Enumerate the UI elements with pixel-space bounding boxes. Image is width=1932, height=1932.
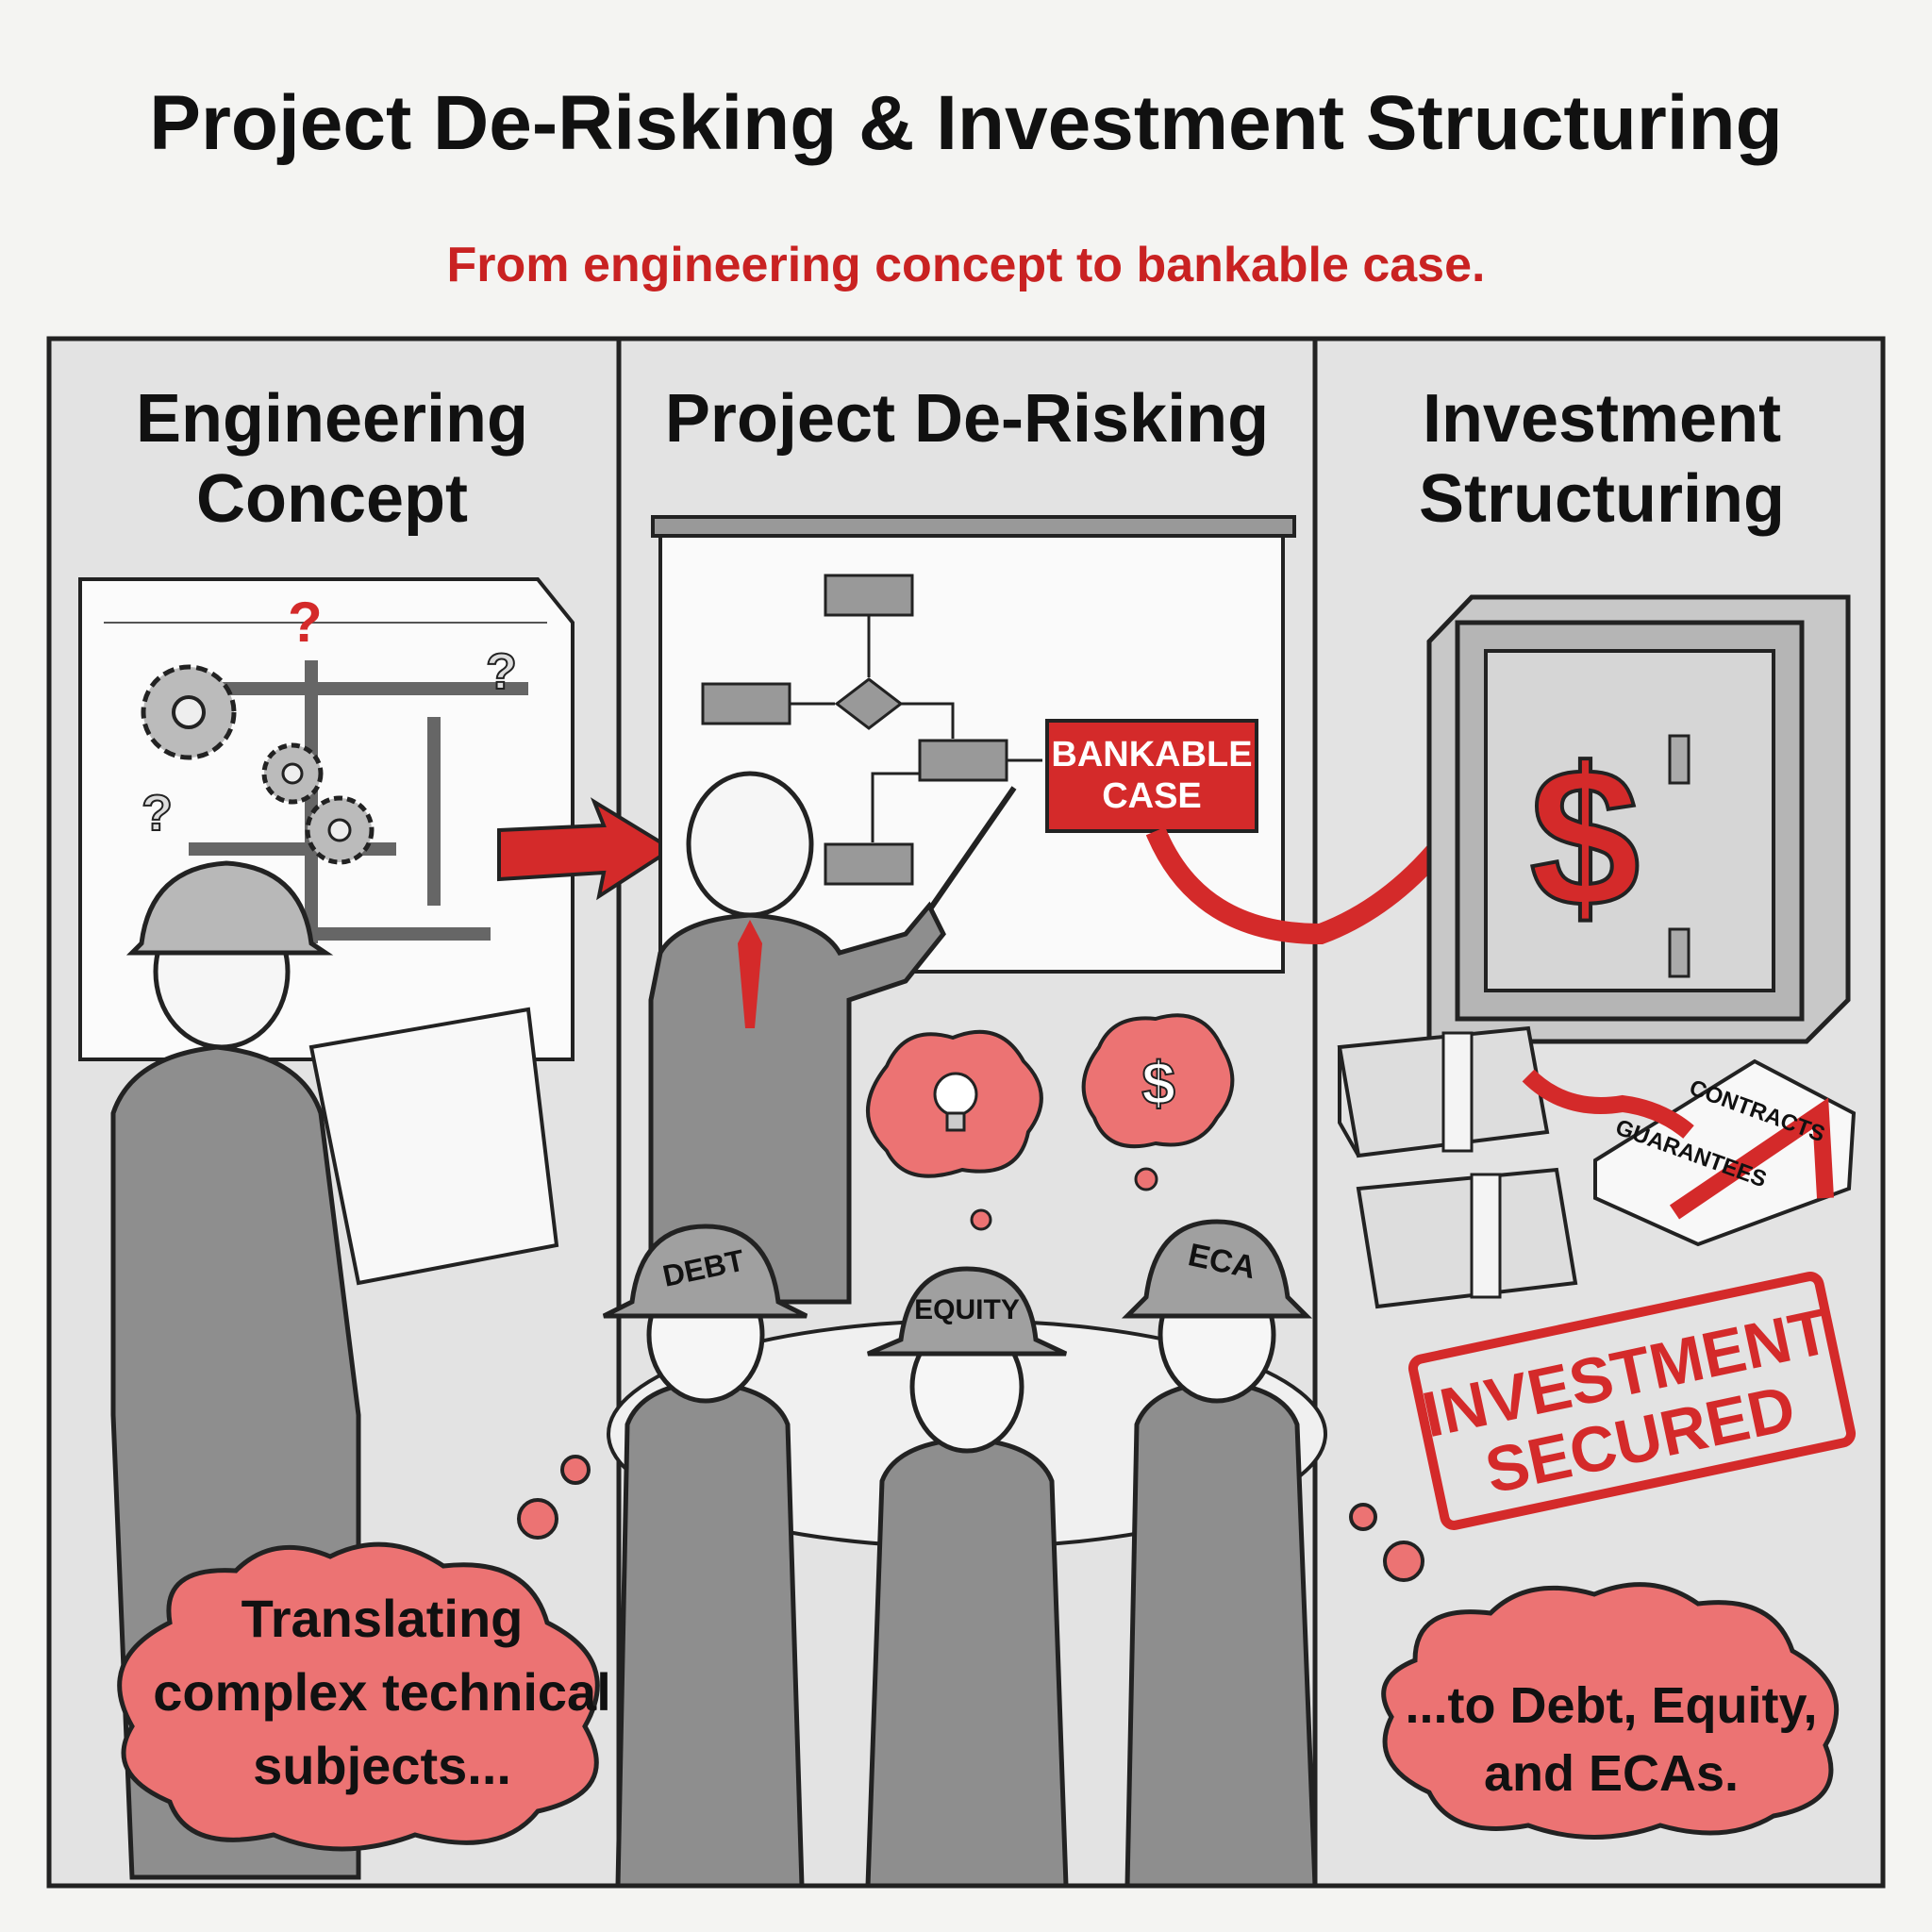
question-mark-icon: ?: [288, 591, 323, 654]
page-subtitle: From engineering concept to bankable cas…: [447, 238, 1486, 292]
dollar-icon: $: [1141, 1049, 1175, 1117]
thought-text-line: complex technical: [153, 1662, 611, 1722]
thought-cloud-dollar: $: [1081, 1013, 1235, 1191]
gear-icon: [141, 664, 237, 760]
thought-text-line: Translating: [242, 1589, 524, 1648]
arrow-right-icon: [497, 797, 675, 901]
investor-figure-eca: ECA: [1121, 1219, 1318, 1889]
gear-icon: [261, 742, 324, 805]
red-ribbon: [1522, 1069, 1694, 1140]
page-title: Project De-Risking & Investment Structur…: [149, 80, 1782, 166]
presenter-figure: [648, 771, 1017, 1305]
blueprint-sheet: [308, 1007, 559, 1286]
thought-text-line: subjects...: [253, 1736, 511, 1795]
bankable-case-label: BANKABLE CASE: [1045, 719, 1258, 833]
panel-heading-line: Project De-Risking: [665, 381, 1269, 457]
thought-text-line: and ECAs.: [1484, 1745, 1739, 1802]
thought-text-line: ...to Debt, Equity,: [1406, 1677, 1818, 1734]
money-stack-icon: [1356, 1167, 1578, 1309]
panel-heading-line: Investment: [1423, 381, 1781, 457]
dollar-icon: $: [1530, 726, 1641, 948]
gear-icon: [305, 795, 375, 865]
whiteboard: BANKABLE CASE: [651, 515, 1461, 974]
panel-engineering-concept: Engineering Concept ? ? ? Translating co…: [78, 381, 675, 1880]
investor-figure-debt: DEBT: [602, 1224, 808, 1889]
panel-heading-line: Structuring: [1419, 461, 1785, 537]
lightbulb-icon: [933, 1072, 978, 1132]
panel-heading-line: Concept: [196, 461, 468, 537]
panel-heading-line: Engineering: [136, 381, 528, 457]
thought-bubble: ...to Debt, Equity, and ECAs.: [1349, 1503, 1840, 1840]
money-stack-icon: [1337, 1025, 1550, 1158]
panel-project-de-risking: Project De-Risking BANKABLE CASE: [602, 381, 1461, 1889]
thought-cloud-lightbulb: [866, 1029, 1043, 1231]
svg-text:BANKABLE: BANKABLE: [1051, 735, 1252, 774]
thought-bubble: Translating complex technical subjects..…: [117, 1455, 611, 1852]
svg-text:CASE: CASE: [1102, 776, 1202, 816]
question-mark-icon: ?: [486, 643, 517, 700]
investor-figure-equity: EQUITY: [865, 1266, 1069, 1889]
question-mark-icon: ?: [142, 785, 173, 841]
safe-icon: $: [1426, 594, 1851, 1044]
hat-label-equity: EQUITY: [914, 1294, 1020, 1325]
hard-hat-icon: [125, 860, 334, 956]
red-ribbon: [1145, 824, 1461, 945]
